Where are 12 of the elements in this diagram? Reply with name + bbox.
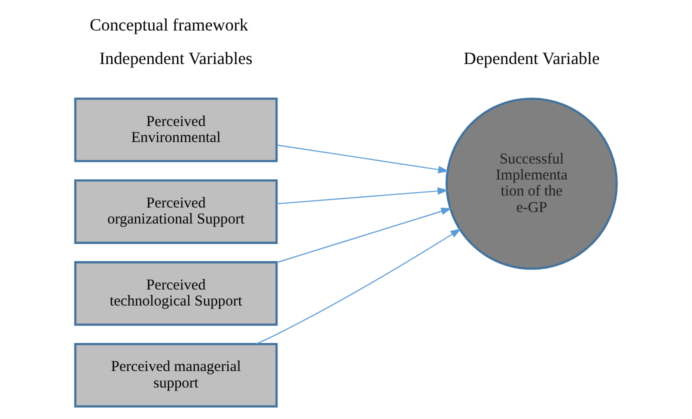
label: Dependent Variable: [464, 48, 600, 68]
arrow: [276, 187, 448, 204]
arrow: [276, 144, 449, 174]
diagram-title: Conceptual framework: [90, 16, 248, 35]
label: Independent Variables: [99, 48, 253, 68]
arrow: [256, 228, 462, 344]
node-box: Perceived Environmental: [74, 98, 278, 162]
node-circle: Successful Implementa tion of the e-GP: [446, 98, 618, 270]
node-box: Perceived technological Support: [74, 261, 278, 326]
arrow: [276, 208, 452, 263]
node-box: Perceived organizational Support: [74, 179, 278, 244]
node-box: Perceived managerial support: [74, 342, 278, 408]
